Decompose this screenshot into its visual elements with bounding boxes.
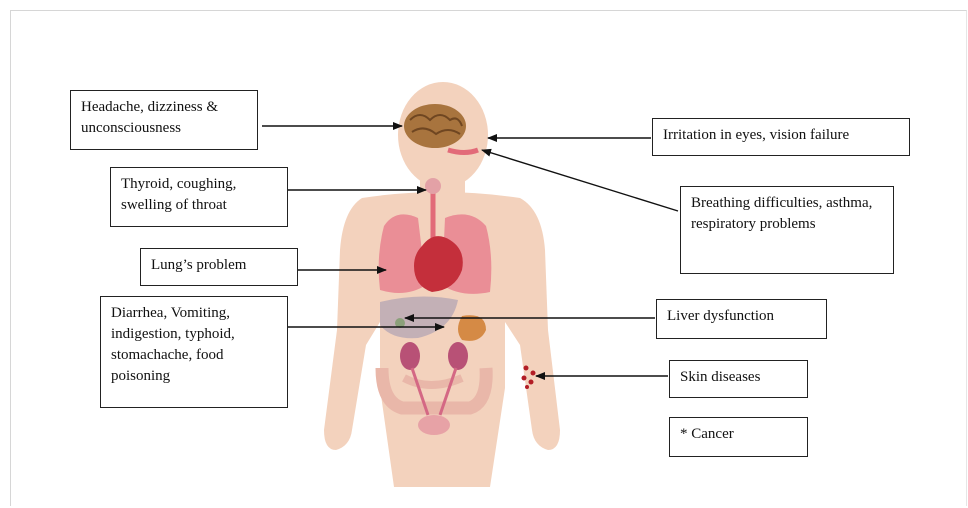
thyroid-organ (425, 178, 441, 194)
label-eyes: Irritation in eyes, vision failure (652, 118, 910, 156)
label-thyroid: Thyroid, coughing, swelling of throat (110, 167, 288, 227)
label-cancer: * Cancer (669, 417, 808, 457)
label-headache: Headache, dizziness & unconsciousness (70, 90, 258, 150)
label-skin: Skin diseases (669, 360, 808, 398)
label-digestive: Diarrhea, Vomiting, indigestion, typhoid… (100, 296, 288, 408)
brain-organ (404, 104, 466, 148)
bladder-organ (418, 415, 450, 435)
label-lung: Lung’s problem (140, 248, 298, 286)
label-breathing: Breathing difficulties, asthma, respirat… (680, 186, 894, 274)
label-liver: Liver dysfunction (656, 299, 827, 339)
